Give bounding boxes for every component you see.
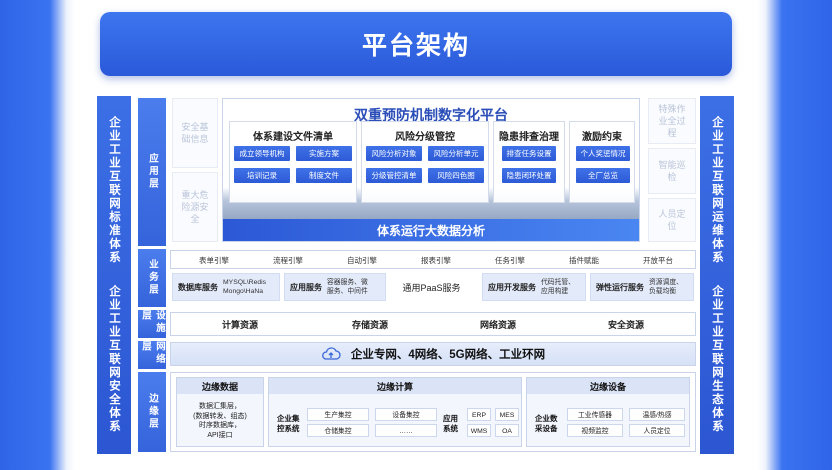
edge-device-box: 边缘设备 企业数采设备 工业传感器 温感/热感 视频监控 人员定位 xyxy=(526,377,690,447)
left-system-column: 企业工业互联网标准体系 企业工业互联网安全体系 xyxy=(97,96,131,454)
resource-network: 网络资源 xyxy=(480,320,517,330)
device-item: 人员定位 xyxy=(629,424,685,437)
module-item[interactable]: 风险分析单元 xyxy=(428,146,484,161)
layer-app: 应用层 xyxy=(138,98,166,246)
module-doc-list: 体系建设文件清单 成立领导机构 实施方案 培训记录 制度文件 xyxy=(229,121,357,203)
edge-compute-title: 边缘计算 xyxy=(376,382,413,392)
ghost-special-work: 特殊作业全过程 xyxy=(648,98,696,144)
ghost-safety-info: 安全基础信息 xyxy=(172,98,218,168)
platform-panel: 双重预防机制数字化平台 体系建设文件清单 成立领导机构 实施方案 培训记录 制度… xyxy=(222,98,640,242)
module-title: 风险分级管控 xyxy=(395,132,455,143)
layer-edge: 边缘层 xyxy=(138,372,166,452)
ctrl-system-label: 企业集控系统 xyxy=(277,414,300,433)
app-system-label: 应用系统 xyxy=(443,414,458,433)
engine-item: 插件赋能 xyxy=(569,256,599,265)
resource-row xyxy=(170,312,696,336)
edge-data-title: 边缘数据 xyxy=(201,382,238,392)
module-item[interactable]: 成立领导机构 xyxy=(234,146,290,161)
ecosystem-label: 企业工业互联网生态体系 xyxy=(711,285,723,434)
edge-compute-box: 边缘计算 企业集控系统 生产集控 设备集控 仓储集控 …… 应用系统 ERP M… xyxy=(268,377,522,447)
resource-storage: 存储资源 xyxy=(352,320,389,330)
module-item[interactable]: 个人奖惩情况 xyxy=(576,146,630,161)
module-risk-control: 风险分级管控 风险分析对象 风险分析单元 分级管控清单 风险四色图 xyxy=(361,121,489,203)
title-banner: 平台架构 xyxy=(100,12,732,76)
module-item[interactable]: 制度文件 xyxy=(296,168,352,183)
cloud-upload-icon xyxy=(321,347,341,360)
platform-title: 双重预防机制数字化平台 xyxy=(354,107,508,123)
device-item: 工业传感器 xyxy=(567,408,623,421)
ctrl-item: …… xyxy=(375,424,437,437)
service-name: 应用开发服务 xyxy=(488,282,536,292)
bigdata-analysis-bar: 体系运行大数据分析 xyxy=(223,219,639,241)
module-item[interactable]: 风险分析对象 xyxy=(366,146,422,161)
edge-data-box: 边缘数据 数据汇集层， (数据转发、组态) 时序数据库， API接口 xyxy=(176,377,264,447)
service-detail: Mongo\HaNa xyxy=(223,288,264,295)
engine-item: 自动引擎 xyxy=(347,256,377,265)
module-item[interactable]: 实施方案 xyxy=(296,146,352,161)
ctrl-item: 设备集控 xyxy=(375,408,437,421)
engine-item: 任务引擎 xyxy=(495,256,525,265)
module-title: 激励约束 xyxy=(582,132,622,143)
layer-biz: 业务层 xyxy=(138,249,166,307)
ghost-hazard-source: 重大危险源安全 xyxy=(172,172,218,242)
module-item[interactable]: 风险四色图 xyxy=(428,168,484,183)
edge-device-title: 边缘设备 xyxy=(589,382,626,392)
device-label: 企业数采设备 xyxy=(535,414,558,433)
app-item: OA xyxy=(495,424,519,437)
service-name: 数据库服务 xyxy=(178,282,218,292)
app-item: ERP xyxy=(467,408,491,421)
service-detail: 代码托管、 xyxy=(541,279,575,286)
service-name: 应用服务 xyxy=(290,282,322,292)
service-name: 弹性运行服务 xyxy=(596,282,644,292)
engine-item: 报表引擎 xyxy=(421,256,451,265)
device-item: 视频监控 xyxy=(567,424,623,437)
ctrl-item: 生产集控 xyxy=(307,408,369,421)
service-detail: 资源调度、 xyxy=(649,279,683,286)
service-app: 应用服务 容器服务、微服务、中间件 xyxy=(284,273,386,301)
ctrl-item: 仓储集控 xyxy=(307,424,369,437)
app-item: WMS xyxy=(467,424,491,437)
service-detail: 负载均衡 xyxy=(649,288,677,295)
module-item[interactable]: 全厂总览 xyxy=(576,168,630,183)
engine-item: 流程引擎 xyxy=(273,256,303,265)
service-elastic: 弹性运行服务 资源调度、负载均衡 xyxy=(590,273,694,301)
module-item[interactable]: 隐患闭环处置 xyxy=(502,168,556,183)
service-paas: 通用PaaS服务 xyxy=(390,273,478,301)
layer-infra: 设施层 xyxy=(138,310,166,338)
device-item: 温感/热感 xyxy=(629,408,685,421)
engine-row: 表单引擎 流程引擎 自动引擎 报表引擎 任务引擎 插件赋能 开放平台 xyxy=(170,250,696,269)
resource-compute: 计算资源 xyxy=(222,320,259,330)
network-bar: 企业专网、4网络、5G网络、工业环网 xyxy=(170,342,696,366)
network-text: 企业专网、4网络、5G网络、工业环网 xyxy=(350,349,546,361)
page-title: 平台架构 xyxy=(361,32,470,60)
ghost-personnel-location: 人员定位 xyxy=(648,198,696,242)
module-item[interactable]: 分级管控清单 xyxy=(366,168,422,183)
engine-item: 开放平台 xyxy=(643,256,673,265)
module-item[interactable]: 排查任务设置 xyxy=(502,146,556,161)
resource-security: 安全资源 xyxy=(608,320,645,330)
module-title: 体系建设文件清单 xyxy=(253,132,333,143)
engine-item: 表单引擎 xyxy=(199,256,229,265)
module-hazard-governance: 隐患排查治理 排查任务设置 隐患闭环处置 xyxy=(493,121,565,203)
standard-system-label: 企业工业互联网标准体系 xyxy=(108,116,120,265)
edge-data-lines: 数据汇集层， (数据转发、组态) 时序数据库， API接口 xyxy=(193,403,247,439)
service-name: 通用PaaS服务 xyxy=(402,282,461,293)
layer-network: 网络层 xyxy=(138,341,166,369)
service-detail: MYSQL\Redis xyxy=(223,279,267,286)
service-detail: 服务、中间件 xyxy=(327,288,368,295)
service-detail: 容器服务、微 xyxy=(327,279,368,286)
module-item[interactable]: 培训记录 xyxy=(234,168,290,183)
service-detail: 应用构建 xyxy=(541,288,569,295)
service-dev: 应用开发服务 代码托管、应用构建 xyxy=(482,273,586,301)
app-item: MES xyxy=(495,408,519,421)
ghost-smart-patrol: 智能巡检 xyxy=(648,148,696,194)
module-title: 隐患排查治理 xyxy=(499,132,559,143)
right-system-column: 企业工业互联网运维体系 企业工业互联网生态体系 xyxy=(700,96,734,454)
ops-system-label: 企业工业互联网运维体系 xyxy=(711,116,723,265)
security-system-label: 企业工业互联网安全体系 xyxy=(108,285,120,434)
module-incentive: 激励约束 个人奖惩情况 全厂总览 xyxy=(569,121,635,203)
